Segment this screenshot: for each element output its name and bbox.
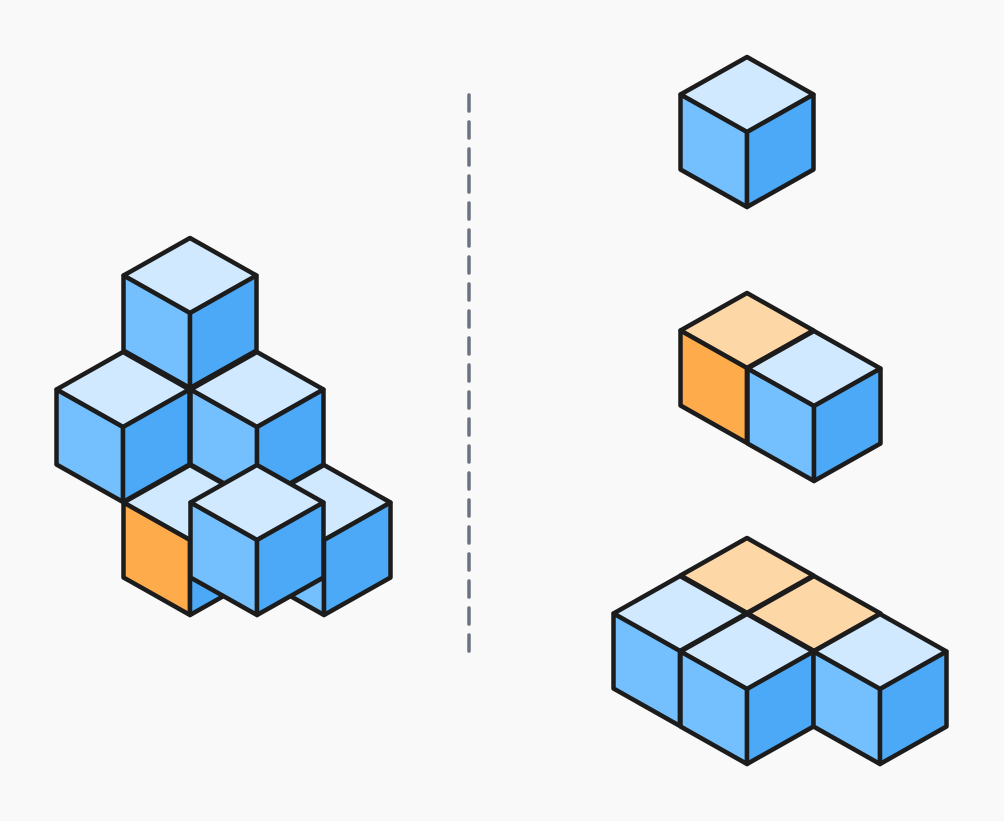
assembled-figure xyxy=(54,235,393,618)
cube-right-face xyxy=(321,500,393,618)
cube-right-face xyxy=(811,366,883,484)
cube xyxy=(745,328,883,484)
cube-right-face xyxy=(877,649,949,767)
part-single-cube xyxy=(678,54,816,210)
cube xyxy=(54,349,192,505)
cube xyxy=(811,611,949,767)
cube xyxy=(678,54,816,210)
part-two-cubes xyxy=(678,290,883,484)
cube-right-face xyxy=(254,500,326,618)
cube-right-face xyxy=(744,92,816,210)
cube xyxy=(188,462,326,618)
part-four-cubes xyxy=(611,535,949,767)
parts-group xyxy=(611,54,949,767)
cube xyxy=(678,611,816,767)
